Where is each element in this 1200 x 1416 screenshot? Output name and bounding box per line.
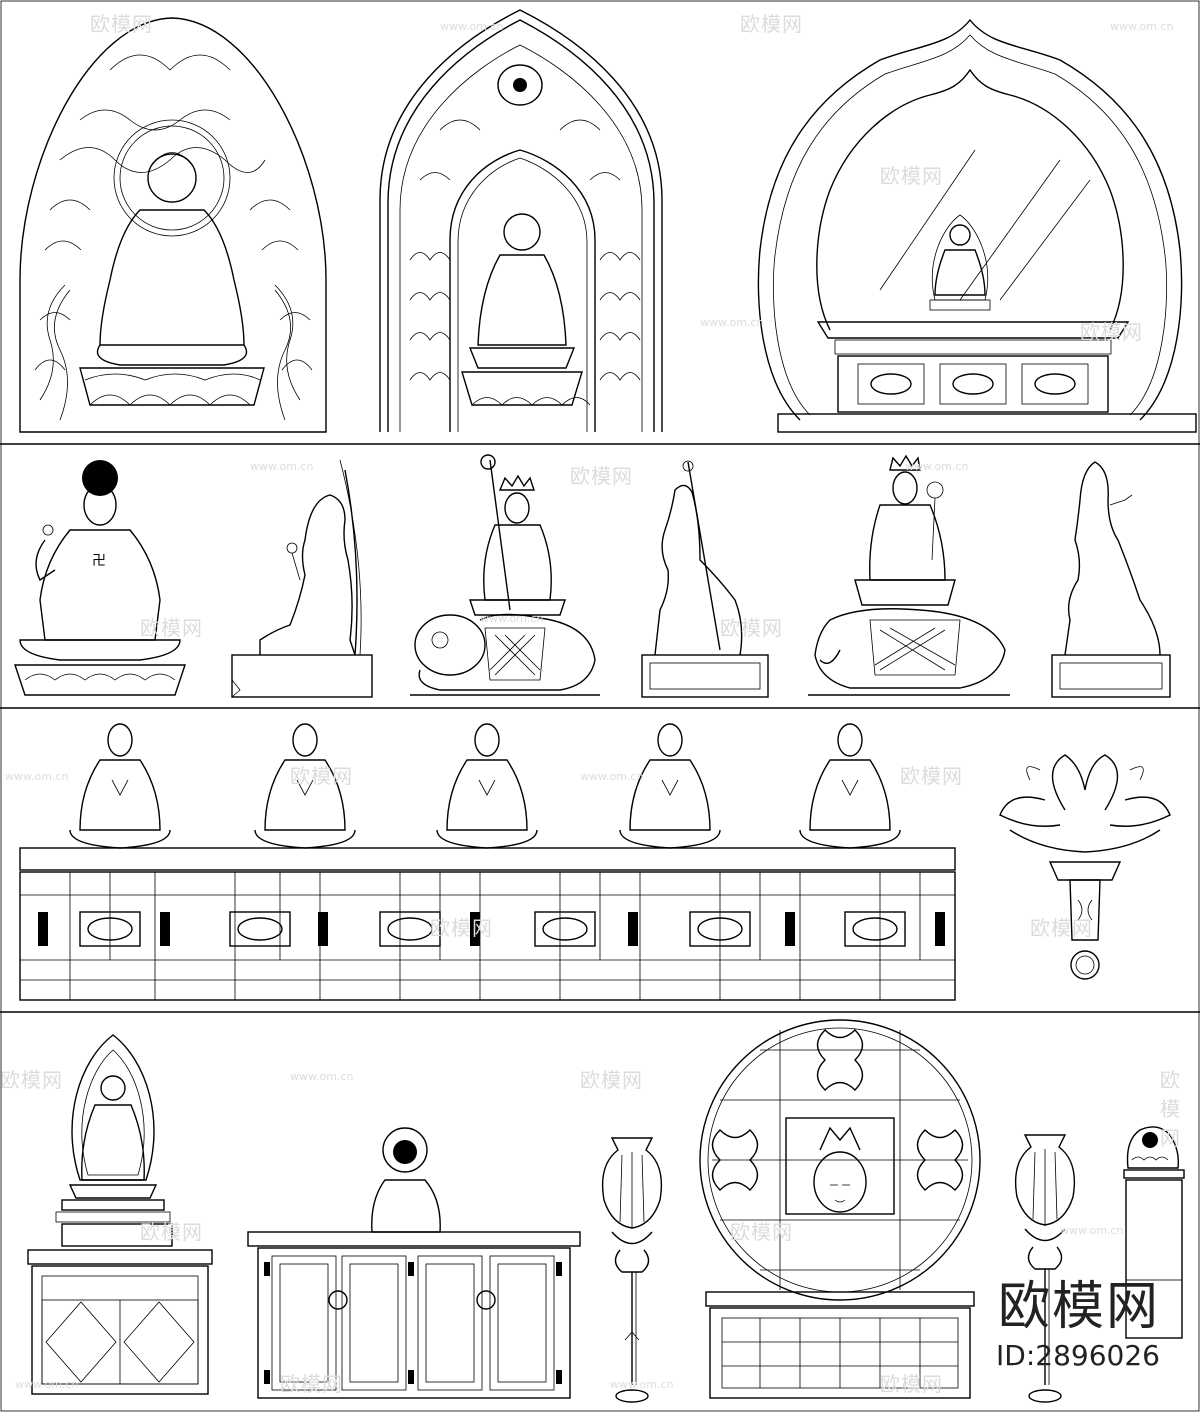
- five-buddha-altar: [19, 723, 956, 1001]
- watermark-brand: 欧模网: [720, 616, 783, 640]
- bodhisattva-on-elephant: [808, 454, 1010, 696]
- watermark-site: www.om.cn: [440, 20, 504, 33]
- watermark-site: www.om.cn: [700, 316, 764, 329]
- watermark-site: www.om.cn: [610, 1378, 674, 1391]
- buddha-statue-3: [436, 723, 538, 849]
- watermark-brand: 欧模网: [900, 764, 963, 788]
- watermark-brand: 欧模网: [570, 464, 633, 488]
- buddha-statue-4: [619, 723, 721, 849]
- buddha-statue-5: [799, 723, 901, 849]
- watermark-site: www.om.cn: [1110, 20, 1174, 33]
- bodhisattva-outline: [1051, 461, 1171, 698]
- brand-stamp: 欧模网 ID:2896026: [996, 1281, 1160, 1372]
- watermark-site: www.om.cn: [15, 1378, 79, 1391]
- watermark-brand: 欧模网: [280, 1372, 343, 1396]
- watermark-brand: 欧模网: [140, 1220, 203, 1244]
- watermark-site: www.om.cn: [5, 770, 69, 783]
- buddha-on-long-cabinet: [247, 1127, 581, 1399]
- watermark-brand: 欧模网: [1030, 916, 1093, 940]
- watermark-brand: 欧模网: [290, 764, 353, 788]
- watermark-brand: 欧模网: [430, 916, 493, 940]
- buddha-pedestal-cabinet: [27, 1034, 213, 1395]
- arch-niche-buddha: [379, 9, 663, 432]
- brand-logo-text: 欧模网: [997, 1277, 1160, 1337]
- buddha-profile-outline: [231, 459, 373, 698]
- watermark-site: www.om.cn: [1060, 1224, 1124, 1237]
- model-id: ID:2896026: [996, 1339, 1160, 1372]
- lotus-wall-lamp: [999, 754, 1171, 980]
- lion-on-plinth: [1123, 1126, 1185, 1339]
- seated-buddha-front: 卍: [14, 460, 186, 696]
- watermark-brand: 欧模网: [140, 616, 203, 640]
- svg-text:卍: 卍: [92, 553, 106, 569]
- ksitigarbha-outline: [641, 460, 769, 698]
- vase-lamp-stand-1: [601, 1137, 663, 1403]
- ksitigarbha-on-lion: [410, 454, 600, 696]
- watermark-brand: 欧模网: [1160, 1068, 1181, 1150]
- buddha-statue-1: [69, 723, 171, 849]
- watermark-brand: 欧模网: [880, 164, 943, 188]
- watermark-brand: 欧模网: [740, 12, 803, 36]
- watermark-brand: 欧模网: [880, 1372, 943, 1396]
- watermark-brand: 欧模网: [1080, 320, 1143, 344]
- watermark-site: www.om.cn: [250, 460, 314, 473]
- watermark-brand: 欧模网: [580, 1068, 643, 1092]
- watermark-brand: 欧模网: [730, 1220, 793, 1244]
- watermark-site: www.om.cn: [480, 612, 544, 625]
- watermark-site: www.om.cn: [290, 1070, 354, 1083]
- vase-lamp-stand-2: [1014, 1134, 1076, 1403]
- flame-mandorla-buddha: [19, 17, 327, 433]
- watermark-site: www.om.cn: [580, 770, 644, 783]
- watermark-site: www.om.cn: [905, 460, 969, 473]
- watermark-brand: 欧模网: [0, 1068, 63, 1092]
- watermark-brand: 欧模网: [90, 12, 153, 36]
- petal-arch-altar: [757, 18, 1197, 433]
- round-lattice-screen: [699, 1019, 981, 1399]
